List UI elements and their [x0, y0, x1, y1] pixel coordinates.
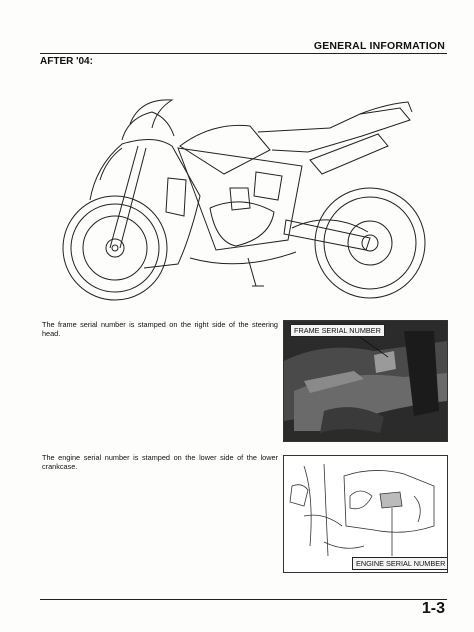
frame-serial-label: FRAME SERIAL NUMBER: [290, 324, 385, 337]
footer-divider: [40, 599, 447, 600]
engine-serial-caption: The engine serial number is stamped on t…: [42, 453, 278, 471]
frame-serial-photo: FRAME SERIAL NUMBER: [283, 320, 448, 442]
page-header-title: GENERAL INFORMATION: [313, 40, 445, 52]
section-label: AFTER '04:: [40, 56, 93, 67]
crankcase-drawing-icon: [289, 463, 435, 557]
motorcycle-side-view-icon: [62, 99, 426, 301]
engine-serial-photo: ENGINE SERIAL NUMBER: [283, 455, 448, 573]
frame-serial-caption: The frame serial number is stamped on th…: [42, 320, 278, 338]
header-divider: [40, 53, 447, 54]
engine-serial-label: ENGINE SERIAL NUMBER: [352, 557, 447, 570]
page-number: 1-3: [421, 600, 445, 617]
steering-head-photo-icon: [284, 321, 447, 441]
